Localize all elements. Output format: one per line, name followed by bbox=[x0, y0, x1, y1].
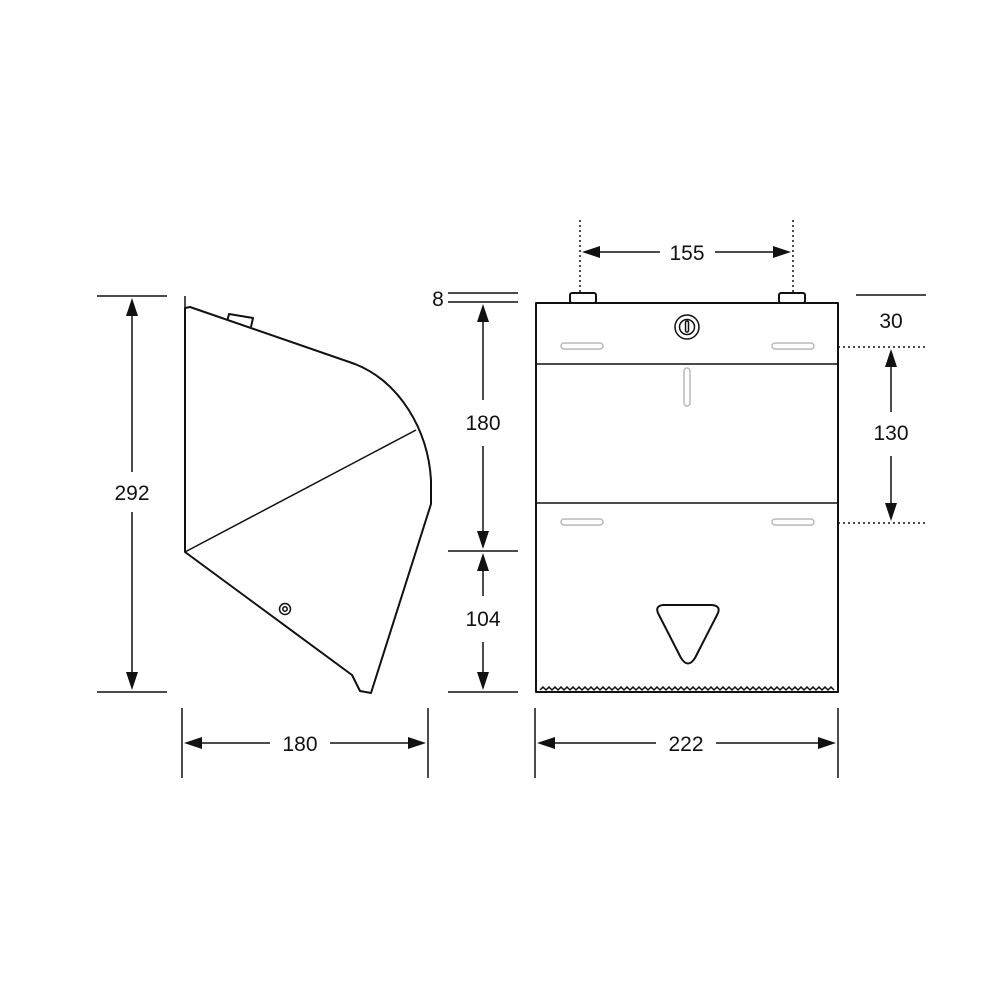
slot-spacing-label: 130 bbox=[873, 422, 908, 445]
dim-slot-spacing: 130 bbox=[838, 349, 926, 524]
upper-height-label: 180 bbox=[465, 412, 500, 435]
arrow-head bbox=[477, 553, 489, 571]
lower-height-label: 104 bbox=[465, 608, 500, 631]
arrow-head bbox=[408, 737, 426, 749]
triangle-push-icon bbox=[656, 604, 720, 665]
arrow-head bbox=[885, 349, 897, 367]
front-mount-knob-right bbox=[778, 292, 806, 304]
side-height-label: 292 bbox=[114, 482, 149, 505]
dim-top-band: 30 bbox=[838, 294, 926, 348]
serrated-edge bbox=[539, 685, 835, 692]
arrow-head bbox=[477, 672, 489, 690]
side-width-label: 180 bbox=[282, 733, 317, 756]
key-lock-icon bbox=[674, 314, 700, 340]
dim-upper-height: 180 bbox=[448, 304, 518, 552]
arrow-head bbox=[537, 737, 555, 749]
dim-front-width: 222 bbox=[534, 708, 839, 778]
side-top-knob bbox=[226, 313, 254, 328]
slot-upper-right bbox=[771, 342, 815, 350]
arrow-head bbox=[818, 737, 836, 749]
front-width-label: 222 bbox=[668, 733, 703, 756]
top-band-label: 30 bbox=[879, 310, 902, 333]
top-offset-label: 8 bbox=[432, 288, 444, 311]
dim-lower-height: 104 bbox=[448, 553, 518, 693]
side-view bbox=[184, 296, 432, 694]
key-lock-slot bbox=[684, 320, 690, 333]
slot-lower-right bbox=[771, 518, 815, 526]
arrow-head bbox=[477, 304, 489, 322]
dim-side-width: 180 bbox=[181, 708, 429, 778]
dim-top-offset: 8 bbox=[432, 288, 518, 311]
arrow-head bbox=[477, 531, 489, 549]
slot-upper-left bbox=[560, 342, 604, 350]
front-view bbox=[535, 292, 839, 693]
key-lock-inner bbox=[678, 318, 696, 336]
front-mount-knob-left bbox=[569, 292, 597, 304]
arrow-head bbox=[582, 246, 600, 258]
side-screw bbox=[278, 602, 292, 616]
mount-spacing-label: 155 bbox=[669, 242, 704, 265]
side-body-outline bbox=[184, 306, 432, 694]
side-split-line bbox=[184, 429, 417, 553]
dim-side-height: 292 bbox=[97, 295, 167, 693]
arrow-head bbox=[184, 737, 202, 749]
slot-lower-left bbox=[560, 518, 604, 526]
arrow-head bbox=[126, 298, 138, 316]
arrow-head bbox=[126, 672, 138, 690]
side-screw-center bbox=[282, 606, 288, 612]
dim-mount-spacing: 155 bbox=[579, 220, 794, 293]
arrow-head bbox=[885, 503, 897, 521]
window-slot bbox=[683, 367, 691, 407]
arrow-head bbox=[773, 246, 791, 258]
